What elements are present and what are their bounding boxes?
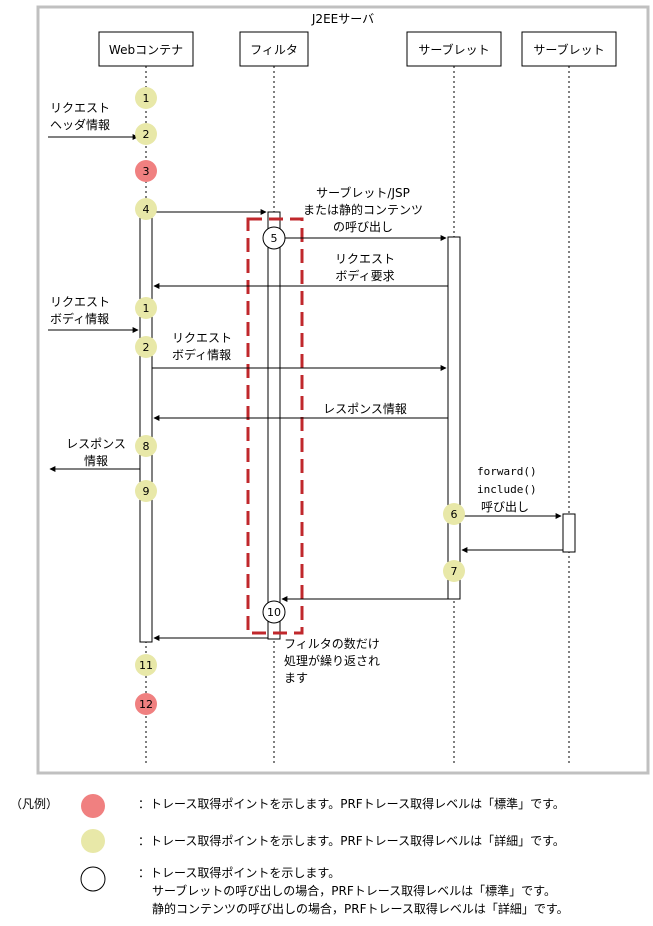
lifeline-web-container: Webコンテナ [98, 31, 194, 765]
svg-text:ます: ます [284, 671, 308, 685]
server-title: J2EEサーバ [311, 12, 374, 26]
svg-text:処理が繰り返され: 処理が繰り返され [284, 653, 380, 668]
activation-web-container [139, 211, 153, 643]
svg-text:呼び出し: 呼び出し [481, 500, 529, 514]
j2ee-server-frame [36, 5, 650, 775]
svg-text:サーブレット: サーブレット [533, 42, 604, 57]
trace-point-label: 9 [143, 485, 150, 498]
trace-point-detail: 11 [135, 654, 157, 676]
trace-point-detail: 2 [135, 336, 157, 358]
label-response-info: レスポンス情報 [323, 402, 407, 416]
trace-point-standard: 12 [135, 693, 157, 715]
trace-point-detail: 1 [135, 87, 157, 109]
label-servlet-call: サーブレット/JSP または静的コンテンツ の呼び出し [303, 185, 423, 234]
trace-point-label: 1 [143, 92, 150, 105]
legend-mixed-point [80, 866, 106, 892]
lifeline-servlet-1: サーブレット [406, 31, 502, 765]
svg-text:リクエスト: リクエスト [50, 101, 110, 115]
lifeline-servlet-2: サーブレット [521, 31, 617, 765]
svg-text:ボディ情報: ボディ情報 [172, 347, 231, 362]
trace-point-label: 2 [143, 128, 150, 141]
trace-point-circle [135, 198, 157, 220]
svg-text:include(): include() [477, 483, 537, 496]
label-body-request: リクエスト ボディ要求 [335, 252, 395, 283]
legend-mixed-text-3: 静的コンテンツの呼び出しの場合，PRFトレース取得レベルは「詳細」です。 [152, 901, 569, 916]
trace-point-circle [443, 560, 465, 582]
trace-point-circle [135, 693, 157, 715]
trace-point-label: 5 [271, 232, 278, 245]
trace-point-detail: 4 [135, 198, 157, 220]
filter-repeat-box [246, 217, 304, 635]
trace-point-label: 12 [139, 698, 153, 711]
svg-text:ヘッダ情報: ヘッダ情報 [50, 117, 110, 132]
legend-heading: （凡例） [10, 797, 58, 811]
trace-point-circle [135, 480, 157, 502]
trace-point-label: 10 [267, 606, 281, 619]
trace-point-mixed: 10 [262, 600, 286, 624]
svg-text:フィルタの数だけ: フィルタの数だけ [284, 636, 380, 651]
activation-servlet-1 [447, 236, 461, 600]
label-forward-include: forward() include() 呼び出し [477, 465, 537, 514]
trace-point-mixed: 5 [262, 226, 286, 250]
label-filter-note: フィルタの数だけ 処理が繰り返され ます [284, 636, 380, 685]
svg-text:サーブレット: サーブレット [418, 42, 489, 57]
legend-mixed-text-2: サーブレットの呼び出しの場合，PRFトレース取得レベルは「標準」です。 [152, 883, 556, 898]
svg-text:forward(): forward() [477, 465, 537, 478]
svg-text:リクエスト: リクエスト [50, 295, 110, 309]
trace-point-label: 3 [143, 165, 150, 178]
trace-point-circle [135, 336, 157, 358]
trace-point-label: 4 [143, 203, 150, 216]
svg-text:の呼び出し: の呼び出し [333, 220, 393, 234]
trace-point-circle [135, 160, 157, 182]
trace-point-circle [135, 123, 157, 145]
legend-mixed-text-1: ：トレース取得ポイントを示します。 [138, 865, 340, 880]
svg-text:リクエスト: リクエスト [172, 331, 232, 345]
legend-detail-point [81, 829, 105, 853]
trace-point-circle [135, 297, 157, 319]
svg-text:情報: 情報 [84, 454, 108, 468]
trace-point-label: 7 [451, 565, 458, 578]
lifeline-filter: フィルタ [239, 31, 309, 765]
svg-text:Webコンテナ: Webコンテナ [109, 43, 183, 57]
trace-point-detail: 2 [135, 123, 157, 145]
trace-point-circle [262, 600, 286, 624]
svg-text:または静的コンテンツ: または静的コンテンツ [303, 202, 423, 217]
svg-text:リクエスト: リクエスト [335, 252, 395, 266]
trace-point-label: 11 [139, 659, 153, 672]
trace-point-circle [135, 654, 157, 676]
trace-point-label: 8 [143, 440, 150, 453]
trace-point-label: 2 [143, 341, 150, 354]
trace-point-circle [135, 435, 157, 457]
legend-detail-text: ：トレース取得ポイントを示します。PRFトレース取得レベルは「詳細」です。 [138, 833, 565, 848]
legend-standard-text: ：トレース取得ポイントを示します。PRFトレース取得レベルは「標準」です。 [138, 796, 565, 811]
svg-text:ボディ要求: ボディ要求 [335, 268, 394, 283]
label-request-body-fwd: リクエスト ボディ情報 [172, 331, 232, 362]
legend-standard-point [81, 794, 105, 818]
svg-text:レスポンス: レスポンス [66, 437, 126, 451]
trace-point-detail: 9 [135, 480, 157, 502]
trace-point-circle [135, 87, 157, 109]
trace-point-detail: 7 [443, 560, 465, 582]
trace-point-detail: 1 [135, 297, 157, 319]
trace-point-detail: 6 [443, 503, 465, 525]
svg-text:フィルタ: フィルタ [250, 43, 298, 57]
trace-point-circle [443, 503, 465, 525]
trace-point-circle [262, 226, 286, 250]
trace-point-label: 1 [143, 302, 150, 315]
trace-point-standard: 3 [135, 160, 157, 182]
svg-text:サーブレット/JSP: サーブレット/JSP [316, 185, 410, 200]
label-request-body-in: リクエスト ボディ情報 [50, 295, 110, 326]
label-request-header: リクエスト ヘッダ情報 [50, 101, 110, 132]
svg-text:ボディ情報: ボディ情報 [50, 311, 109, 326]
label-response-out: レスポンス 情報 [66, 437, 126, 468]
activation-servlet-2 [562, 513, 576, 553]
activation-filter [267, 211, 281, 640]
trace-point-detail: 8 [135, 435, 157, 457]
trace-point-label: 6 [451, 508, 458, 521]
